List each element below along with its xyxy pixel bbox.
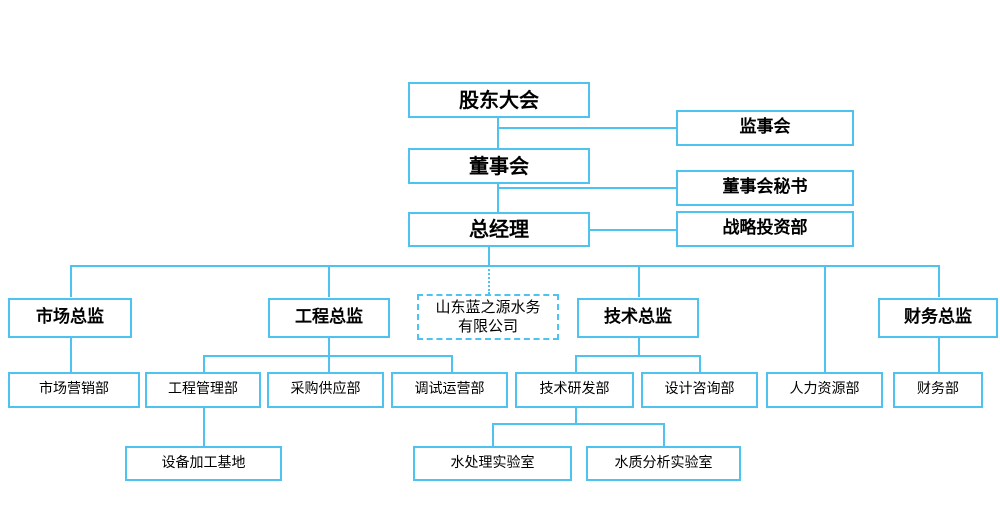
node-label: 技术总监 (604, 307, 672, 328)
node-commissioning-dept[interactable]: 调试运营部 (391, 372, 508, 408)
node-general-manager[interactable]: 总经理 (408, 212, 590, 247)
technical-sub-bus (575, 355, 700, 357)
node-label: 市场营销部 (39, 381, 109, 398)
node-label: 设计咨询部 (664, 381, 735, 398)
bus-drop-finance-director (938, 265, 940, 297)
engineering-sub-bus (203, 355, 452, 357)
node-label: 董事会 (469, 153, 529, 178)
node-label: 工程管理部 (168, 381, 238, 398)
bus-drop-technical-director (638, 265, 640, 297)
connector-gm-to-company-dotted (488, 246, 490, 294)
node-marketing-dept[interactable]: 市场营销部 (8, 372, 140, 408)
node-label-line2: 有限公司 (457, 317, 518, 335)
node-label: 工程总监 (295, 307, 363, 328)
node-board-secretary[interactable]: 董事会秘书 (676, 170, 854, 206)
connector-engineering-director-down (328, 338, 330, 356)
connector-eng-mgmt-to-equipment-base (203, 408, 205, 446)
connector-shareholders-to-supervisory (497, 127, 676, 129)
node-label: 股东大会 (459, 87, 539, 112)
node-label: 人力资源部 (789, 381, 860, 398)
node-label: 战略投资部 (722, 218, 808, 239)
node-label: 总经理 (469, 217, 529, 241)
main-bus-horizontal (70, 265, 940, 267)
node-label: 设备加工基地 (161, 454, 246, 471)
connector-marketing-director-to-dept (70, 338, 72, 372)
drop-water-quality-lab (663, 423, 665, 446)
connector-rnd-down (575, 408, 577, 424)
connector-board-to-secretary (497, 187, 676, 189)
drop-commissioning-dept (451, 355, 453, 372)
drop-design-consulting-dept (699, 355, 701, 372)
connector-finance-director-to-dept (938, 338, 940, 372)
drop-water-treatment-lab (492, 423, 494, 446)
node-supervisory-board[interactable]: 监事会 (676, 110, 854, 146)
node-label: 监事会 (739, 117, 791, 138)
node-hr-dept[interactable]: 人力资源部 (766, 372, 883, 408)
drop-engineering-mgmt-dept (203, 355, 205, 372)
node-marketing-director[interactable]: 市场总监 (8, 298, 132, 338)
connector-technical-director-down (638, 338, 640, 356)
node-label: 水质分析实验室 (614, 454, 713, 471)
node-label: 调试运营部 (414, 381, 485, 398)
node-finance-dept[interactable]: 财务部 (893, 372, 983, 408)
drop-procurement-dept (328, 355, 330, 372)
connector-shareholders-to-board (497, 116, 499, 148)
bus-drop-engineering-director (328, 265, 330, 297)
node-rnd-dept[interactable]: 技术研发部 (515, 372, 634, 408)
node-water-treatment-lab[interactable]: 水处理实验室 (413, 446, 572, 481)
node-strategic-investment-dept[interactable]: 战略投资部 (676, 211, 854, 247)
node-label: 财务部 (917, 381, 959, 398)
connector-board-to-gm (497, 182, 499, 214)
node-label: 财务总监 (904, 307, 972, 328)
node-label: 水处理实验室 (450, 454, 535, 471)
node-label: 采购供应部 (290, 381, 361, 398)
node-board-of-directors[interactable]: 董事会 (408, 148, 590, 184)
node-procurement-dept[interactable]: 采购供应部 (267, 372, 384, 408)
node-engineering-mgmt-dept[interactable]: 工程管理部 (145, 372, 261, 408)
node-water-quality-lab[interactable]: 水质分析实验室 (586, 446, 741, 481)
connector-gm-to-strategic-investment (588, 229, 676, 231)
node-label-line1: 山东蓝之源水务 (435, 298, 541, 317)
node-label: 技术研发部 (539, 381, 610, 398)
node-design-consulting-dept[interactable]: 设计咨询部 (641, 372, 758, 408)
node-finance-director[interactable]: 财务总监 (878, 298, 998, 338)
node-technical-director[interactable]: 技术总监 (577, 298, 699, 338)
node-label: 董事会秘书 (722, 177, 808, 198)
bus-drop-marketing-director (70, 265, 72, 297)
node-equipment-base[interactable]: 设备加工基地 (125, 446, 282, 481)
node-label: 市场总监 (36, 307, 104, 328)
drop-rnd-dept (575, 355, 577, 372)
node-shareholders-meeting[interactable]: 股东大会 (408, 82, 590, 118)
bus-drop-hr-dept (824, 265, 826, 372)
node-engineering-director[interactable]: 工程总监 (268, 298, 390, 338)
node-company-entity[interactable]: 山东蓝之源水务 有限公司 (417, 294, 559, 340)
rnd-sub-bus (492, 423, 664, 425)
